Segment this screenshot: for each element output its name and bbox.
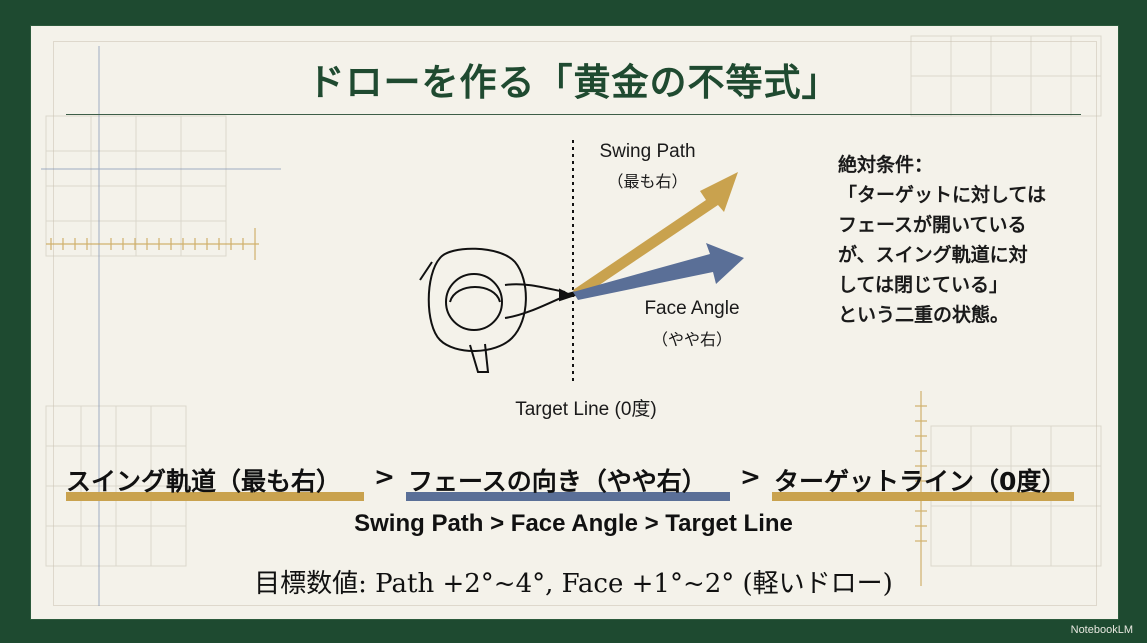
golfer-figure — [419, 247, 575, 373]
target-line-highlight — [772, 492, 1074, 501]
brand-watermark: NotebookLM — [1070, 624, 1133, 636]
swing-path-sublabel: （最も右） — [607, 172, 688, 191]
condition-line: 絶対条件： — [838, 154, 934, 176]
condition-line: しては閉じている」 — [838, 274, 1009, 296]
face-angle-label: Face Angle — [644, 298, 740, 319]
swing-path-highlight — [66, 492, 364, 501]
background-grid — [41, 35, 1102, 606]
inequality-face-angle: フェースの向き（やや右） — [408, 467, 707, 496]
swing-path-label: Swing Path — [599, 141, 696, 162]
target-values: 目標数値: Path +2°~4°, Face +1°~2° (軽いドロー) — [254, 569, 893, 599]
swing-path-arrow — [573, 172, 738, 298]
face-angle-arrow — [573, 243, 744, 300]
english-inequality: Swing Path > Face Angle > Target Line — [354, 510, 793, 537]
golden-inequality: スイング軌道（最も右） > フェースの向き（やや右） > ターゲットライン（0度… — [0, 462, 1147, 502]
face-angle-sublabel: （やや右） — [651, 330, 732, 349]
condition-line: が、スイング軌道に対 — [838, 244, 1028, 266]
greater-than-2: > — [740, 462, 761, 491]
absolute-condition-box: 絶対条件： 「ターゲットに対しては フェースが開いている が、スイング軌道に対 … — [838, 150, 1108, 330]
greater-than-1: > — [374, 462, 395, 491]
inequality-swing-path: スイング軌道（最も右） — [66, 467, 342, 496]
inequality-target-line: ターゲットライン（0度） — [774, 467, 1067, 496]
condition-line: フェースが開いている — [838, 214, 1027, 236]
page-title: ドローを作る「黄金の不等式」 — [307, 61, 840, 104]
condition-line: 「ターゲットに対しては — [838, 184, 1047, 206]
title-divider — [66, 114, 1081, 115]
slide-panel — [30, 25, 1119, 620]
target-line-label: Target Line (0度) — [515, 399, 657, 420]
condition-line: という二重の状態。 — [838, 304, 1010, 326]
face-angle-highlight — [406, 492, 730, 501]
